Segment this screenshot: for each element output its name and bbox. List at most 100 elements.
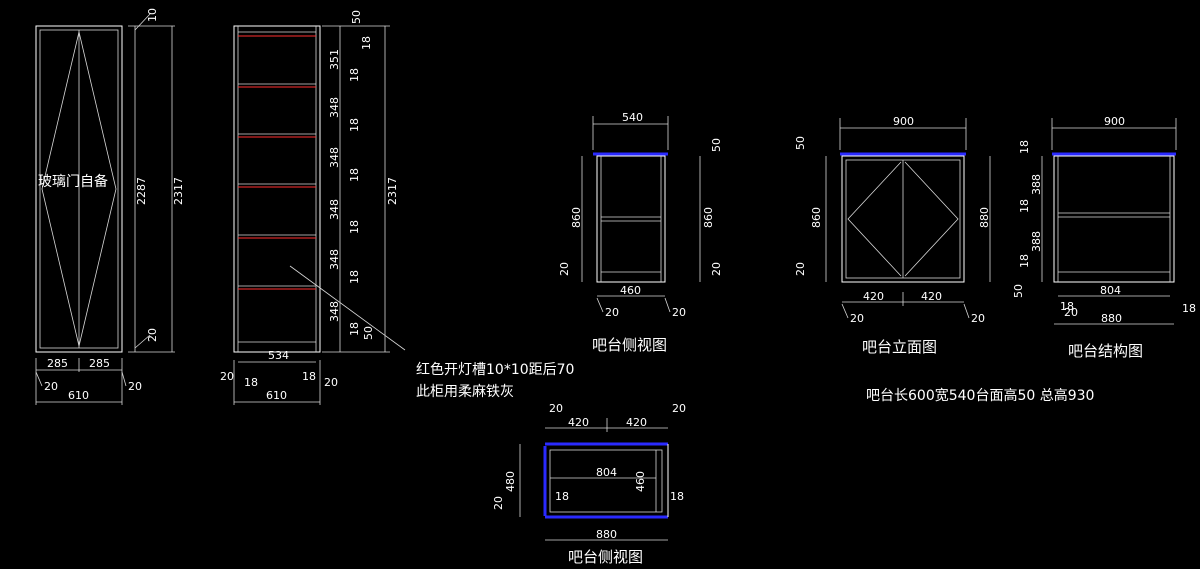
dim-thickness: 18 xyxy=(348,270,361,284)
section-outline xyxy=(233,25,321,353)
bar-structure-outline xyxy=(1053,155,1175,283)
dim-top-thickness: 50 xyxy=(710,138,723,152)
dim-top-width: 900 xyxy=(893,115,914,128)
cabinet-outline xyxy=(35,25,123,353)
dim-thickness: 18 xyxy=(1018,140,1031,154)
dim-width-2: 420 xyxy=(626,416,647,429)
dim-side-right: 20 xyxy=(672,402,686,415)
dim-inset-left: 18 xyxy=(555,490,569,503)
note-leader xyxy=(289,265,406,351)
dim-side-left-2: 20 xyxy=(1064,306,1078,319)
dim-side-right: 20 xyxy=(672,306,686,319)
bar-spec-note: 吧台长600宽540台面高50 总高930 xyxy=(866,387,1094,404)
right-door-swing xyxy=(904,161,959,277)
dim-top: 50 xyxy=(350,10,363,24)
dim-top-width: 900 xyxy=(1104,115,1125,128)
structure-title: 吧台结构图 xyxy=(1068,342,1143,360)
dim-width-2: 420 xyxy=(921,290,942,303)
dim-inner-width: 804 xyxy=(1100,284,1121,297)
bar-side-view: 540 50 860 860 20 20 460 20 20 吧台侧视图 xyxy=(558,111,723,354)
dim-side-right: 18 xyxy=(1182,302,1196,315)
dim-thickness: 18 xyxy=(348,168,361,182)
bar-elevation-view: 900 50 860 880 20 420 420 20 20 吧台立面图 xyxy=(794,115,991,356)
dim-total-width: 880 xyxy=(596,528,617,541)
dim-base-right: 20 xyxy=(710,262,723,276)
dim-space: 348 xyxy=(328,199,341,220)
shelf-group xyxy=(238,35,316,290)
side-view-title: 吧台侧视图 xyxy=(592,336,667,354)
dim-width-2: 285 xyxy=(89,357,110,370)
dim-width-1: 420 xyxy=(863,290,884,303)
cabinet-section-view: 50 18 351 18 348 18 348 18 348 18 348 18… xyxy=(220,10,406,405)
dim-side-right: 20 xyxy=(128,380,142,393)
dim-side-left: 20 xyxy=(44,380,58,393)
dim-height-right: 860 xyxy=(702,207,715,228)
dim-base: 50 xyxy=(1012,284,1025,298)
dim-space: 348 xyxy=(328,249,341,270)
dim-total-width: 880 xyxy=(1101,312,1122,325)
dim-inner-width: 460 xyxy=(620,284,641,297)
dim-height-left: 860 xyxy=(810,207,823,228)
dim-side-right-2: 18 xyxy=(302,370,316,383)
dim-inset-right: 18 xyxy=(670,490,684,503)
dim-height-left: 860 xyxy=(570,207,583,228)
dim-space: 388 xyxy=(1030,174,1043,195)
left-door-swing xyxy=(847,161,902,277)
bar-plan-inner xyxy=(549,449,663,513)
dim-space: 348 xyxy=(328,97,341,118)
dim-base: 20 xyxy=(794,262,807,276)
dim-side-left-2: 18 xyxy=(244,376,258,389)
plan-view-title: 吧台侧视图 xyxy=(568,548,643,566)
dim-top-thickness: 50 xyxy=(794,136,807,150)
dim-space: 348 xyxy=(328,147,341,168)
dim-inner-width: 534 xyxy=(268,349,289,362)
dim-base: 50 xyxy=(362,326,375,340)
bar-structure-view: 900 18 388 18 388 18 50 804 18 20 18 880… xyxy=(1012,115,1196,360)
dim-height-right: 880 xyxy=(978,207,991,228)
dim-side-right: 20 xyxy=(324,376,338,389)
dim-total-width: 610 xyxy=(68,389,89,402)
dim-space: 351 xyxy=(328,49,341,70)
material-note: 此柜用柔麻铁灰 xyxy=(416,384,514,400)
light-slot-note: 红色开灯槽10*10距后70 xyxy=(416,361,574,378)
dim-top-width: 540 xyxy=(622,111,643,124)
dim-thickness: 18 xyxy=(348,68,361,82)
dim-side-left: 20 xyxy=(220,370,234,383)
dim-depth: 480 xyxy=(504,471,517,492)
dim-door-height: 2287 xyxy=(135,177,148,205)
dim-front: 20 xyxy=(492,496,505,510)
dim-base-left: 20 xyxy=(558,262,571,276)
dim-inner-width: 804 xyxy=(596,466,617,479)
dim-thickness: 18 xyxy=(360,36,373,50)
dim-inner-depth: 460 xyxy=(634,471,647,492)
right-door-swing xyxy=(78,31,117,347)
left-door-swing xyxy=(41,31,80,347)
dim-thickness: 18 xyxy=(348,118,361,132)
cabinet-front-view: 玻璃门自备 10 2287 2317 20 285 285 20 20 610 xyxy=(35,8,185,405)
dim-side-left: 20 xyxy=(605,306,619,319)
dim-top: 10 xyxy=(146,8,159,22)
bar-side-outline xyxy=(596,155,666,283)
dim-total-height: 2317 xyxy=(172,177,185,205)
dim-thickness: 18 xyxy=(1018,199,1031,213)
dim-total-width: 610 xyxy=(266,389,287,402)
bar-elevation-outline xyxy=(841,155,965,283)
dim-side-left: 20 xyxy=(850,312,864,325)
dim-thickness: 18 xyxy=(348,220,361,234)
dim-total-height: 2317 xyxy=(386,177,399,205)
dim-side-left: 20 xyxy=(549,402,563,415)
dim-thickness: 18 xyxy=(1018,254,1031,268)
dim-width-1: 285 xyxy=(47,357,68,370)
dim-width-1: 420 xyxy=(568,416,589,429)
dim-space: 388 xyxy=(1030,231,1043,252)
glass-door-note: 玻璃门自备 xyxy=(38,173,108,190)
dim-side-left: 18 xyxy=(1060,300,1074,313)
dim-bottom: 20 xyxy=(146,328,159,342)
bar-plan-view: 20 420 420 20 480 20 804 460 18 18 880 吧… xyxy=(492,402,686,566)
dim-space: 348 xyxy=(328,301,341,322)
dim-thickness: 18 xyxy=(348,322,361,336)
elevation-title: 吧台立面图 xyxy=(862,338,937,356)
dim-side-right: 20 xyxy=(971,312,985,325)
